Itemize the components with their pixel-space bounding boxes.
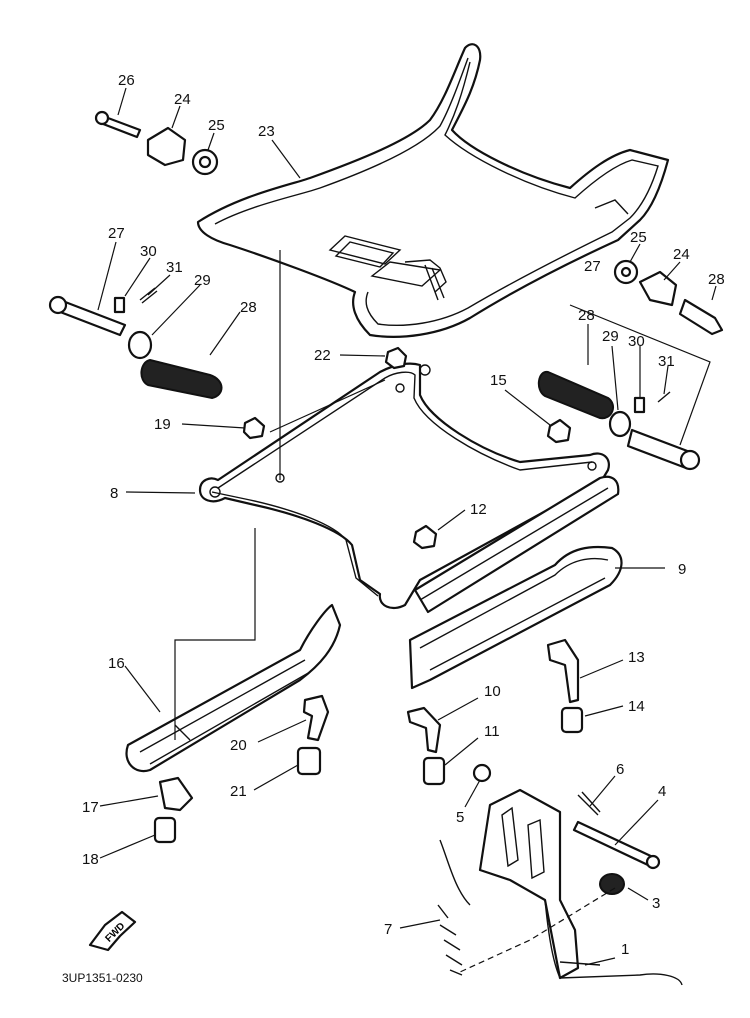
callout-30-right: 30: [628, 333, 645, 350]
callout-25-right: 25: [630, 229, 647, 246]
callout-17: 17: [82, 799, 99, 816]
callout-5: 5: [456, 809, 464, 826]
callout-7: 7: [384, 921, 392, 938]
callout-4: 4: [658, 783, 666, 800]
callout-30-left: 30: [140, 243, 157, 260]
small-parts: [48, 110, 724, 976]
callout-9: 9: [678, 561, 686, 578]
callout-28-right-bolt: 28: [708, 271, 725, 288]
callout-24-right: 24: [673, 246, 690, 263]
callout-8: 8: [110, 485, 118, 502]
callout-19: 19: [154, 416, 171, 433]
callout-27-right: 27: [584, 258, 601, 275]
callout-3: 3: [652, 895, 660, 912]
side-rail-part-16: [125, 603, 342, 773]
callout-15: 15: [490, 372, 507, 389]
callout-27-left: 27: [108, 225, 125, 242]
callout-26: 26: [118, 72, 135, 89]
leader-lines: [97, 87, 717, 966]
callout-labels: 1 3 4 5 6 7 8 9 10 11 12 13 14 15 16 17 …: [82, 72, 725, 958]
callout-24-top-left: 24: [174, 91, 191, 108]
callout-29-left: 29: [194, 272, 211, 289]
callout-10: 10: [484, 683, 501, 700]
callout-29-right: 29: [602, 328, 619, 345]
callout-28-right-grip: 28: [578, 307, 595, 324]
callout-18: 18: [82, 851, 99, 868]
callout-31-right: 31: [658, 353, 675, 370]
callout-25-top-left: 25: [208, 117, 225, 134]
callout-31-left: 31: [166, 259, 183, 276]
center-stand-part-2: [439, 788, 683, 986]
callout-6: 6: [616, 761, 624, 778]
callout-14: 14: [628, 698, 645, 715]
callout-11: 11: [484, 723, 500, 740]
callout-21: 21: [230, 783, 247, 800]
callout-1: 1: [621, 941, 629, 958]
callout-13: 13: [628, 649, 645, 666]
callout-22: 22: [314, 347, 331, 364]
bracket-part-9: [408, 475, 623, 690]
callout-28-left: 28: [240, 299, 257, 316]
callout-16: 16: [108, 655, 125, 672]
drawing-code: 3UP1351-0230: [62, 971, 143, 985]
callout-23: 23: [258, 123, 275, 140]
alignment-lines: [174, 250, 711, 973]
footboard-part-23: [196, 43, 670, 338]
callout-12: 12: [470, 501, 487, 518]
fwd-arrow-icon: FWD: [88, 910, 137, 952]
callout-20: 20: [230, 737, 247, 754]
